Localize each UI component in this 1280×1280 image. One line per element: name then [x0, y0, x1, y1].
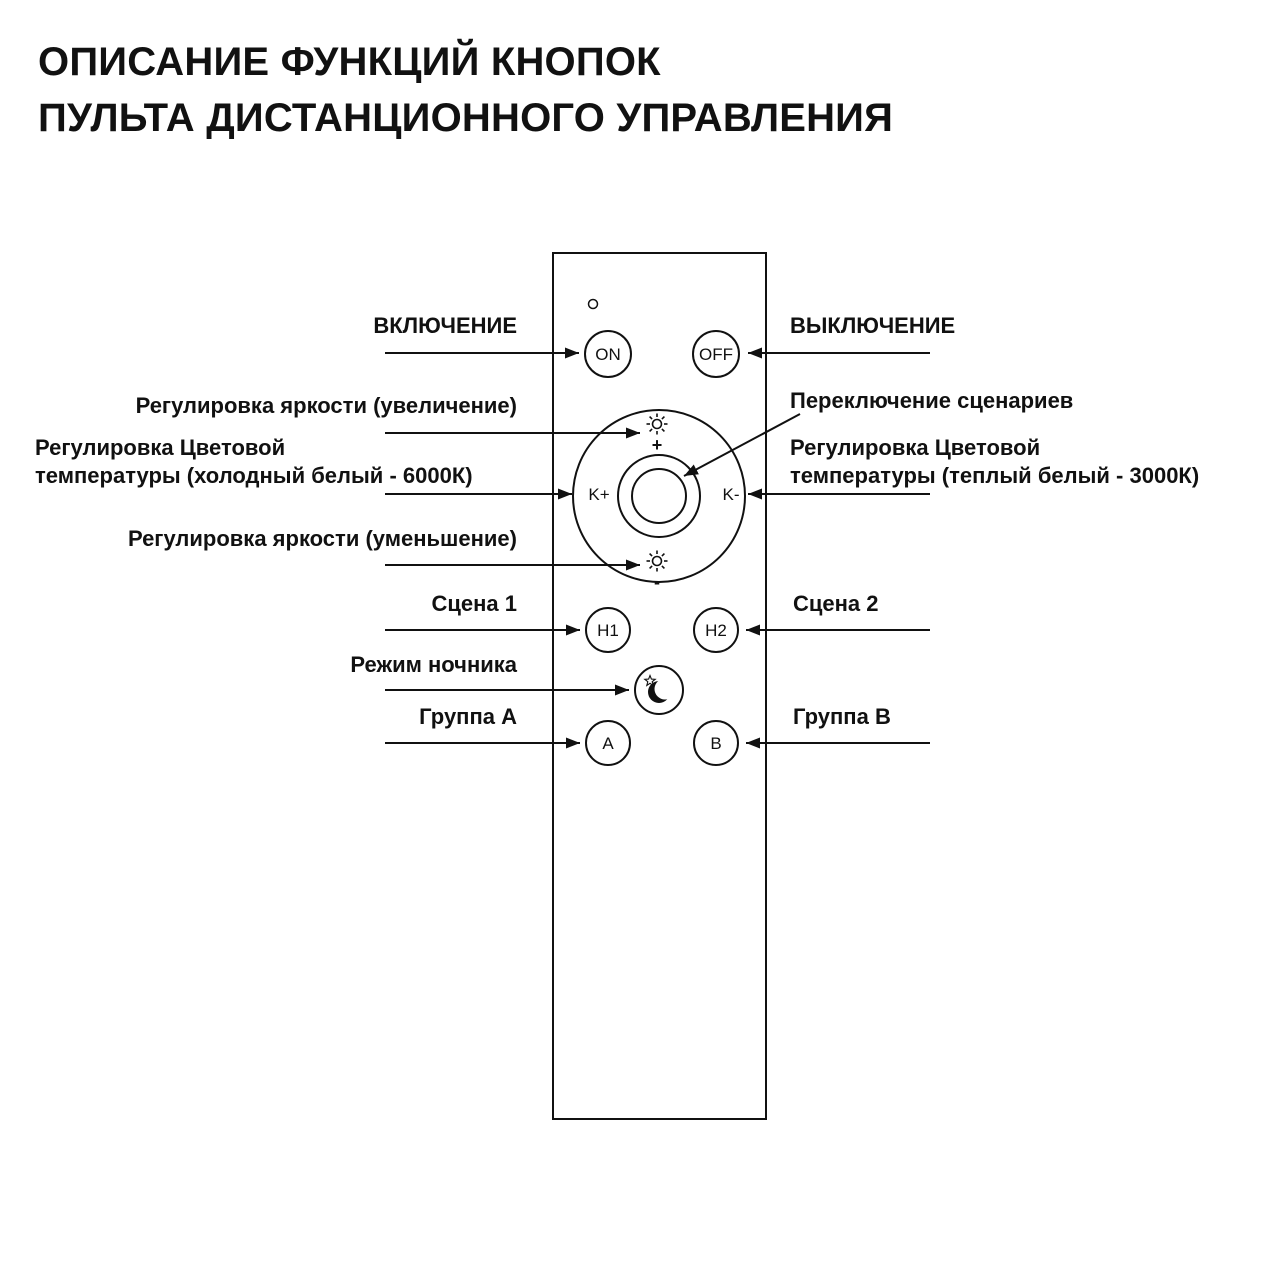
scene-switch-button-outer — [617, 454, 701, 538]
on-button-label: ON — [595, 345, 621, 364]
label-night-mode: Режим ночника — [350, 652, 517, 677]
h2-button — [693, 607, 739, 653]
label-scene1: Сцена 1 — [431, 591, 517, 616]
off-button-label: OFF — [699, 345, 733, 364]
brightness-minus-sign: - — [654, 572, 660, 592]
label-color-temp-warm-line1: Регулировка Цветовой — [790, 435, 1041, 460]
label-group-a: Группа A — [419, 704, 517, 729]
h2-button-label: H2 — [705, 621, 727, 640]
k-minus-label: K- — [722, 485, 740, 504]
sun-minus-icon — [646, 550, 668, 572]
label-power-off: ВЫКЛЮЧЕНИЕ — [790, 313, 956, 338]
moon-star-icon — [643, 673, 676, 703]
label-brightness-up: Регулировка яркости (увеличение) — [135, 393, 517, 418]
sun-plus-icon — [646, 413, 668, 435]
arrow-scene-switch — [683, 413, 801, 477]
night-mode-button — [634, 665, 684, 715]
page-title-line2: ПУЛЬТА ДИСТАНЦИОННОГО УПРАВЛЕНИЯ — [38, 96, 894, 140]
label-color-temp-warm: Регулировка Цветовой температуры (теплый… — [790, 434, 1199, 490]
nav-pad-ring — [572, 409, 746, 583]
led-indicator-dot — [587, 298, 599, 310]
h1-button-label: H1 — [597, 621, 619, 640]
page-title-line1: ОПИСАНИЕ ФУНКЦИЙ КНОПОК — [38, 40, 661, 84]
label-scene-switch: Переключение сценариев — [790, 388, 1074, 413]
h1-button — [585, 607, 631, 653]
remote-body — [552, 252, 767, 1120]
off-button — [692, 330, 740, 378]
brightness-plus-sign: + — [651, 435, 663, 455]
label-color-temp-cold-line1: Регулировка Цветовой — [35, 435, 286, 460]
group-a-button-label: A — [602, 734, 614, 753]
label-brightness-down: Регулировка яркости (уменьшение) — [127, 526, 517, 551]
page-title: ОПИСАНИЕ ФУНКЦИЙ КНОПОК ПУЛЬТА ДИСТАНЦИО… — [38, 34, 893, 146]
label-power-on: ВКЛЮЧЕНИЕ — [373, 313, 517, 338]
label-color-temp-warm-line2: температуры (теплый белый - 3000К) — [790, 463, 1200, 488]
label-group-b: Группа B — [793, 704, 891, 729]
annotation-arrows — [385, 347, 930, 749]
group-b-button-label: B — [710, 734, 722, 753]
label-color-temp-cold-line2: температуры (холодный белый - 6000К) — [35, 463, 473, 488]
label-scene2: Сцена 2 — [793, 591, 879, 616]
k-plus-label: K+ — [588, 485, 610, 504]
scene-switch-button-inner — [631, 468, 687, 524]
group-b-button — [693, 720, 739, 766]
label-color-temp-cold: Регулировка Цветовой температуры (холодн… — [35, 434, 473, 490]
on-button — [584, 330, 632, 378]
group-a-button — [585, 720, 631, 766]
